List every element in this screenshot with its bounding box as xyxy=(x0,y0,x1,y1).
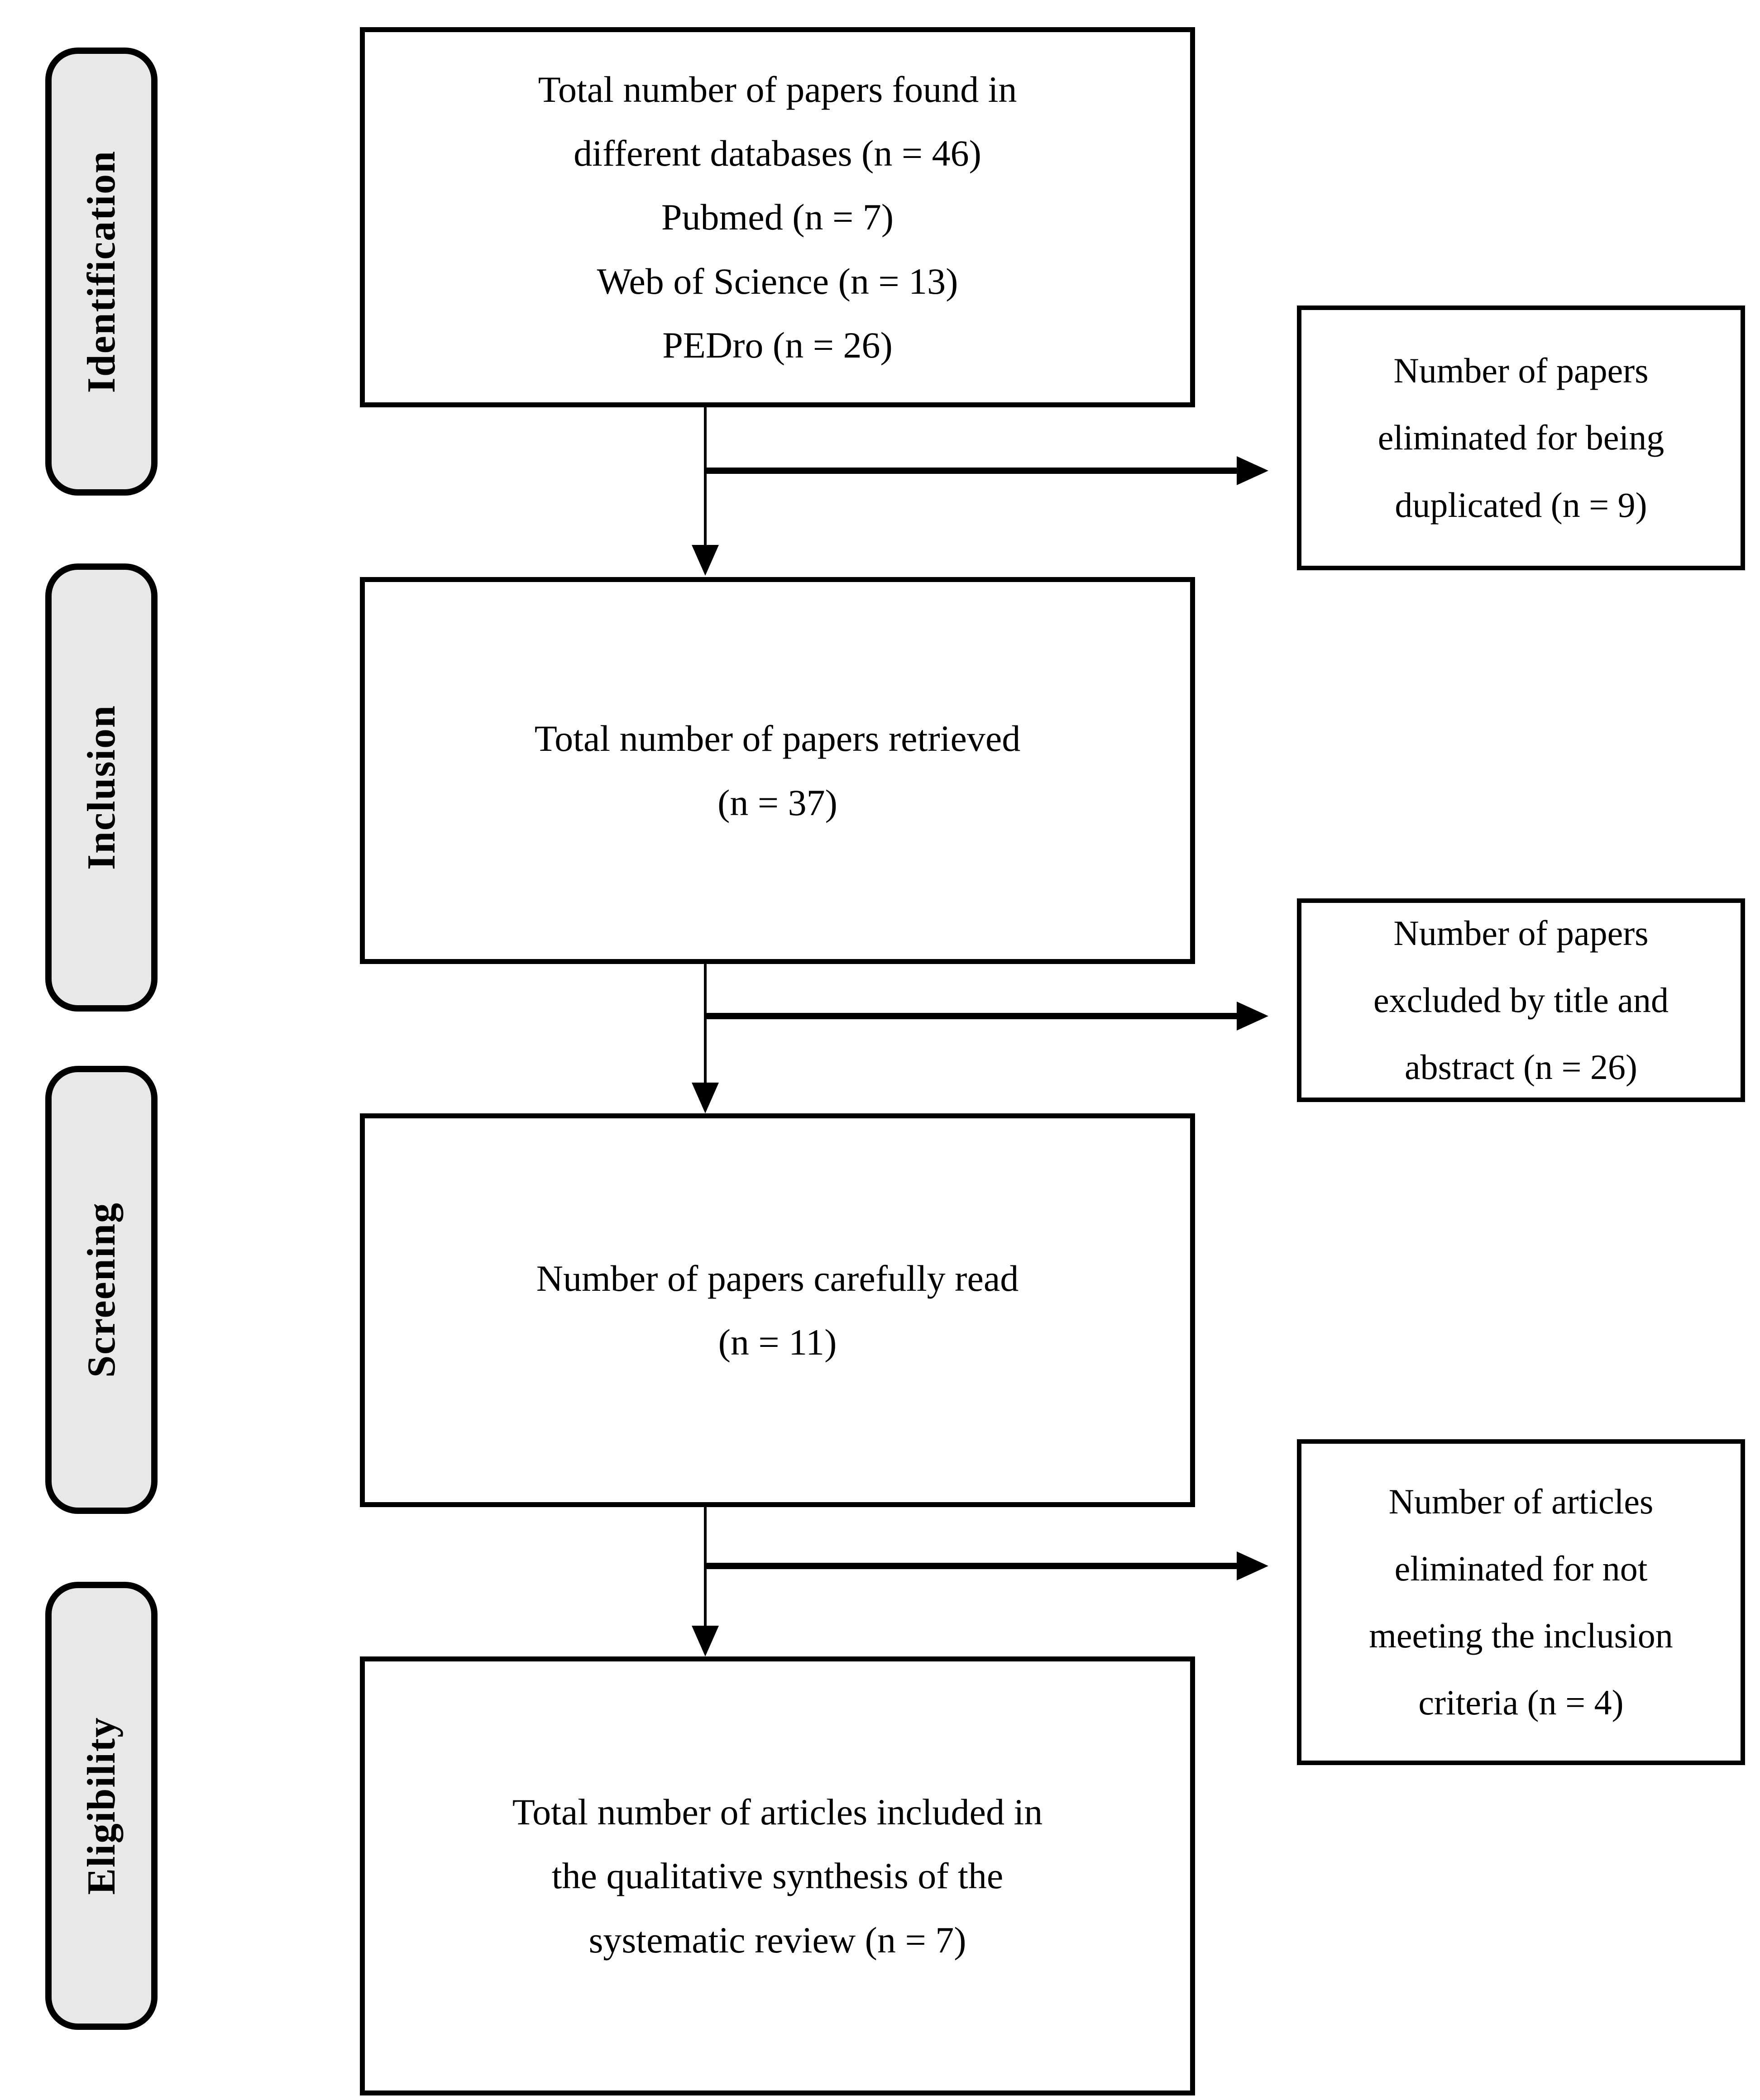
stage-pill-identification: Identification xyxy=(45,48,158,496)
flow-box-carefully-read: Number of papers carefully read (n = 11) xyxy=(360,1113,1195,1507)
connector-3-branch-line xyxy=(705,1563,1239,1569)
stage-label-screening: Screening xyxy=(79,1202,124,1378)
exclusion-box-duplicated: Number of papers eliminated for being du… xyxy=(1297,305,1745,570)
exclusion-box-duplicated-text: Number of papers eliminated for being du… xyxy=(1377,351,1664,525)
connector-1-right-arrowhead-icon xyxy=(1237,456,1268,485)
connector-2-down-arrowhead-icon xyxy=(692,1083,719,1113)
stage-label-eligibility: Eligibility xyxy=(79,1717,124,1895)
stage-label-identification: Identification xyxy=(79,150,124,393)
connector-1-vertical-line xyxy=(704,407,707,549)
connector-2-right-arrowhead-icon xyxy=(1237,1002,1268,1031)
stage-pill-screening: Screening xyxy=(45,1066,158,1514)
flow-box-included-text: Total number of articles included in the… xyxy=(512,1791,1043,1961)
exclusion-box-title-abstract-text: Number of papers excluded by title and a… xyxy=(1373,913,1669,1087)
connector-1-branch-line xyxy=(705,468,1239,474)
stage-pill-inclusion: Inclusion xyxy=(45,563,158,1012)
connector-2-branch-line xyxy=(705,1013,1239,1019)
stage-pill-eligibility: Eligibility xyxy=(45,1582,158,2030)
exclusion-box-criteria-text: Number of articles eliminated for not me… xyxy=(1369,1481,1673,1723)
connector-2-vertical-line xyxy=(704,964,707,1083)
flow-box-retrieved-text: Total number of papers retrieved (n = 37… xyxy=(534,718,1021,823)
flow-box-databases-text: Total number of papers found in differen… xyxy=(538,69,1017,366)
flow-box-databases: Total number of papers found in differen… xyxy=(360,27,1195,407)
exclusion-box-title-abstract: Number of papers excluded by title and a… xyxy=(1297,898,1745,1102)
flow-box-retrieved: Total number of papers retrieved (n = 37… xyxy=(360,577,1195,964)
connector-3-right-arrowhead-icon xyxy=(1237,1551,1268,1580)
flow-box-carefully-read-text: Number of papers carefully read (n = 11) xyxy=(536,1257,1019,1363)
exclusion-box-criteria: Number of articles eliminated for not me… xyxy=(1297,1439,1745,1765)
stage-label-inclusion: Inclusion xyxy=(79,705,124,870)
connector-3-down-arrowhead-icon xyxy=(692,1626,719,1656)
flow-box-included: Total number of articles included in the… xyxy=(360,1656,1195,2095)
connector-1-down-arrowhead-icon xyxy=(692,545,719,576)
